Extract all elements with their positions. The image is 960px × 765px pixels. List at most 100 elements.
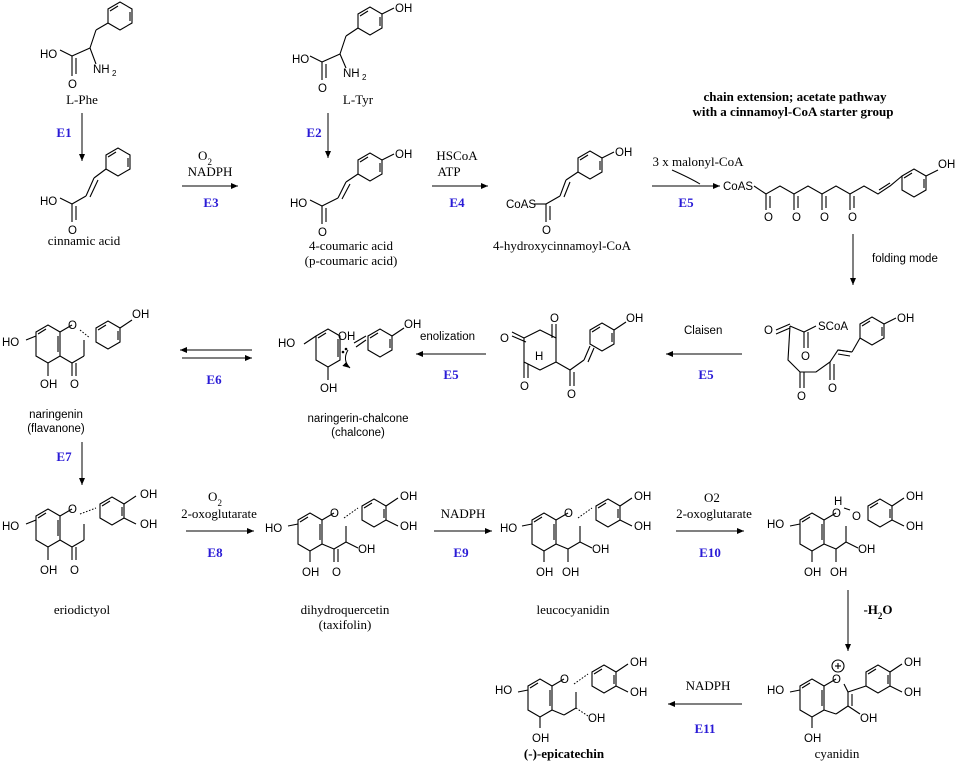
naringenin-alt-label: (flavanone) xyxy=(27,423,85,435)
enzyme-e8: E8 xyxy=(207,545,223,560)
svg-text:OH: OH xyxy=(140,489,157,501)
svg-text:H: H xyxy=(535,351,543,363)
svg-text:O: O xyxy=(68,225,77,237)
e9-nadph: NADPH xyxy=(441,506,486,521)
enzyme-e5-enol: E5 xyxy=(443,367,459,382)
svg-text:OH: OH xyxy=(40,565,57,577)
svg-text:HO: HO xyxy=(767,685,784,697)
leuco-structure: HO OH O OH OH OH OH xyxy=(500,491,651,579)
svg-text:O: O xyxy=(318,83,327,95)
svg-text:HO: HO xyxy=(290,198,307,210)
naringenin-label: naringenin xyxy=(29,409,83,421)
lphe-label: L-Phe xyxy=(66,92,98,107)
enzyme-e9: E9 xyxy=(453,545,469,560)
epicatechin-structure: HO OH O OH OH OH xyxy=(495,657,647,745)
svg-text:HO: HO xyxy=(265,523,282,535)
svg-text:OH: OH xyxy=(395,3,412,15)
svg-text:HO: HO xyxy=(767,519,784,531)
svg-text:O: O xyxy=(820,212,829,224)
e10-oxoglutarate: 2-oxoglutarate xyxy=(676,506,752,521)
svg-text:OH: OH xyxy=(615,147,632,159)
cinnamic-label: cinnamic acid xyxy=(48,233,121,248)
svg-text:O: O xyxy=(852,511,861,523)
svg-text:HO: HO xyxy=(2,521,19,533)
svg-text:OH: OH xyxy=(588,713,605,725)
svg-text:OH: OH xyxy=(400,491,417,503)
svg-text:O: O xyxy=(70,565,79,577)
svg-text:2: 2 xyxy=(362,73,367,82)
svg-text:O: O xyxy=(560,674,569,686)
chalcone-label: naringerin-chalcone xyxy=(307,413,408,425)
enolization-label: enolization xyxy=(420,331,475,343)
svg-text:OH: OH xyxy=(634,521,651,533)
svg-text:OH: OH xyxy=(630,687,647,699)
enzyme-e7: E7 xyxy=(56,449,72,464)
svg-text:OH: OH xyxy=(395,149,412,161)
svg-text:OH: OH xyxy=(804,733,821,745)
folded-polyketide-structure: O O SCoA OO OH xyxy=(764,313,914,403)
e3-nadph: NADPH xyxy=(188,164,233,179)
svg-text:HO: HO xyxy=(278,338,295,350)
leuco-label: leucocyanidin xyxy=(537,602,610,617)
svg-text:OH: OH xyxy=(897,313,914,325)
svg-text:NH: NH xyxy=(93,64,110,76)
svg-text:O: O xyxy=(330,508,339,520)
svg-text:OH: OH xyxy=(906,521,923,533)
enzyme-e3: E3 xyxy=(203,195,219,210)
svg-text:O: O xyxy=(68,79,77,91)
dehydration-label: -H2O xyxy=(863,602,892,621)
svg-text:O: O xyxy=(764,212,773,224)
svg-text:OH: OH xyxy=(536,567,553,579)
svg-text:O: O xyxy=(68,320,77,332)
coumaric-structure: OH HO O xyxy=(290,149,412,239)
e8-oxoglutarate: 2-oxoglutarate xyxy=(181,506,257,521)
svg-text:O: O xyxy=(764,325,773,337)
svg-text:CoAS: CoAS xyxy=(506,199,536,211)
svg-text:O: O xyxy=(832,674,841,686)
hcoa-structure: OH CoAS O xyxy=(506,147,632,237)
svg-text:O: O xyxy=(567,389,576,401)
svg-text:O: O xyxy=(550,313,559,325)
e5-malonyl: 3 x malonyl-CoA xyxy=(653,154,745,169)
svg-text:OH: OH xyxy=(906,491,923,503)
e3-o2: O2 xyxy=(198,148,212,167)
positive-charge-icon xyxy=(831,659,845,673)
svg-text:OH: OH xyxy=(562,567,579,579)
svg-text:OH: OH xyxy=(400,521,417,533)
svg-text:OH: OH xyxy=(338,331,355,343)
svg-text:NH: NH xyxy=(343,68,360,80)
svg-text:OH: OH xyxy=(626,313,643,325)
svg-text:OH: OH xyxy=(532,733,549,745)
svg-text:OH: OH xyxy=(830,567,847,579)
svg-text:O: O xyxy=(500,333,509,345)
svg-text:O: O xyxy=(801,351,810,363)
svg-text:OH: OH xyxy=(804,567,821,579)
svg-text:OH: OH xyxy=(404,319,421,331)
svg-text:O: O xyxy=(832,508,841,520)
dhq-alt-label: (taxifolin) xyxy=(319,617,372,632)
svg-text:HO: HO xyxy=(500,523,517,535)
svg-text:O: O xyxy=(68,504,77,516)
chalcone-structure: HO OH OH OH xyxy=(278,319,421,395)
ltyr-label: L-Tyr xyxy=(343,92,374,107)
svg-text:HO: HO xyxy=(2,337,19,349)
chain-line1: chain extension; acetate pathway xyxy=(703,89,887,104)
eriodictyol-structure: HO OH O O OH OH xyxy=(2,489,157,577)
coumaric-alt-label: (p-coumaric acid) xyxy=(305,253,398,268)
eriodictyol-label: eriodictyol xyxy=(54,602,111,617)
cyanidin-label: cyanidin xyxy=(815,746,860,761)
svg-text:O: O xyxy=(848,212,857,224)
svg-text:OH: OH xyxy=(634,491,651,503)
svg-text:O: O xyxy=(792,212,801,224)
e11-nadph: NADPH xyxy=(686,678,731,693)
e8-o2: O2 xyxy=(208,489,222,508)
chain-line2: with a cinnamoyl-CoA starter group xyxy=(692,104,893,119)
folding-label: folding mode xyxy=(872,253,938,265)
epicatechin-label: (-)-epicatechin xyxy=(524,746,605,761)
malonyl-curve xyxy=(671,169,701,185)
svg-text:OH: OH xyxy=(40,379,57,391)
chalcone-alt-label: (chalcone) xyxy=(331,427,385,439)
